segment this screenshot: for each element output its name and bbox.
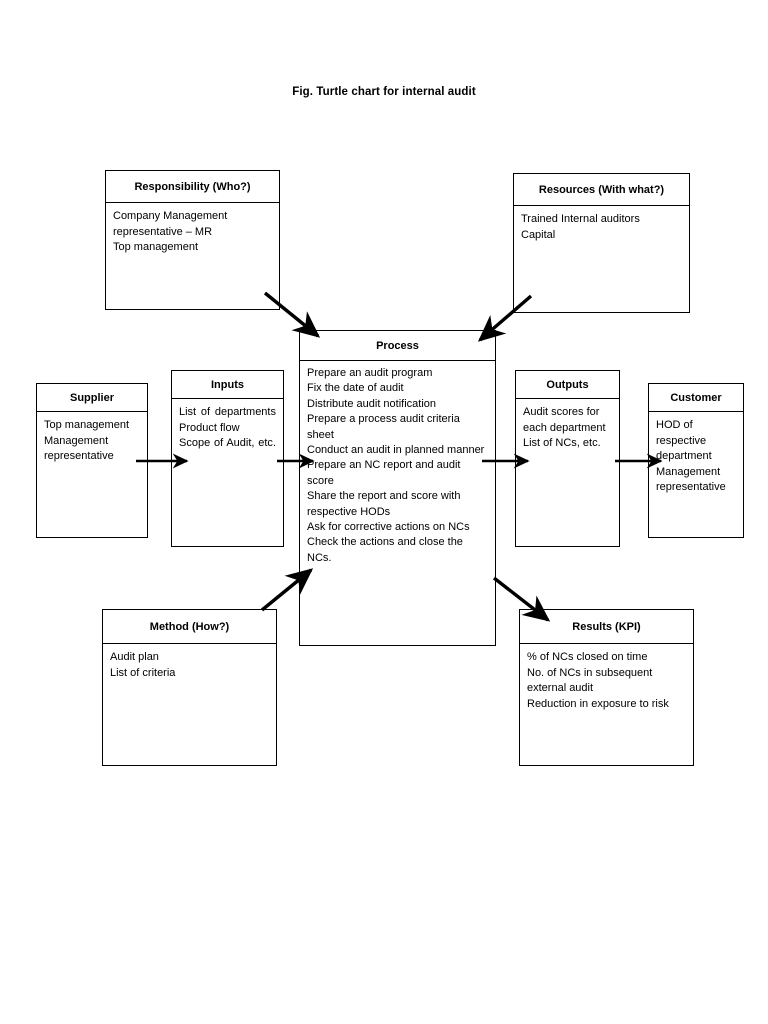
box-responsibility-body: Company Management representative – MR T… <box>106 203 279 309</box>
box-supplier-line-1: Top management <box>44 419 129 431</box>
box-outputs-line-1: Audit scores for each department <box>523 406 606 434</box>
box-process-line-9: Check the actions and close the NCs. <box>307 536 463 564</box>
box-responsibility-header: Responsibility (Who?) <box>106 171 279 203</box>
box-process-line-8: Ask for corrective actions on NCs <box>307 520 470 533</box>
box-process-line-3: Distribute audit notification <box>307 397 437 410</box>
box-responsibility: Responsibility (Who?) Company Management… <box>105 170 280 310</box>
box-results-line-3: Reduction in exposure to risk <box>527 697 669 710</box>
box-customer-line-1: HOD of respective department <box>656 419 712 463</box>
box-resources-body: Trained Internal auditors Capital <box>514 206 689 312</box>
box-process-line-5: Conduct an audit in planned manner <box>307 443 485 456</box>
box-outputs-header: Outputs <box>516 371 619 399</box>
box-customer-body: HOD of respective department Management … <box>649 412 743 537</box>
box-inputs-body: List of departments Product flow Scope o… <box>172 399 283 546</box>
box-process-line-1: Prepare an audit program <box>307 367 433 379</box>
box-method-line-2: List of criteria <box>110 666 176 679</box>
box-inputs-line-3: Scope of Audit, etc. <box>179 437 276 450</box>
box-inputs: Inputs List of departments Product flow … <box>171 370 284 547</box>
box-responsibility-line-3: Top management <box>113 241 198 254</box>
box-customer-line-2: Management representative <box>656 465 726 494</box>
box-supplier-header: Supplier <box>37 384 147 412</box>
box-process-line-2: Fix the date of audit <box>307 382 404 395</box>
box-inputs-line-1: List of departments <box>179 406 276 418</box>
box-inputs-header: Inputs <box>172 371 283 399</box>
box-process-line-4: Prepare a process audit criteria sheet <box>307 413 460 441</box>
box-process-body: Prepare an audit program Fix the date of… <box>300 361 495 645</box>
box-outputs: Outputs Audit scores for each department… <box>515 370 620 547</box>
box-resources: Resources (With what?) Trained Internal … <box>513 173 690 313</box>
box-supplier: Supplier Top management Management repre… <box>36 383 148 538</box>
figure-title: Fig. Turtle chart for internal audit <box>292 86 476 98</box>
box-results: Results (KPI) % of NCs closed on time No… <box>519 609 694 766</box>
box-supplier-line-2: Management representative <box>44 434 114 463</box>
box-resources-line-1: Trained Internal auditors <box>521 213 640 225</box>
box-method-header: Method (How?) <box>103 610 276 644</box>
box-method-line-1: Audit plan <box>110 651 159 663</box>
box-customer-header: Customer <box>649 384 743 412</box>
box-results-body: % of NCs closed on time No. of NCs in su… <box>520 644 693 765</box>
box-process-line-7: Share the report and score with respecti… <box>307 490 461 518</box>
box-process-header: Process <box>300 331 495 361</box>
box-inputs-line-2: Product flow <box>179 421 240 434</box>
box-responsibility-line-1: Company Management <box>113 210 228 222</box>
box-responsibility-line-2: representative – MR <box>113 225 213 238</box>
box-outputs-line-2: List of NCs, etc. <box>523 437 601 450</box>
box-results-line-1: % of NCs closed on time <box>527 651 648 663</box>
box-customer: Customer HOD of respective department Ma… <box>648 383 744 538</box>
box-results-header: Results (KPI) <box>520 610 693 644</box>
box-supplier-body: Top management Management representative <box>37 412 147 537</box>
box-resources-header: Resources (With what?) <box>514 174 689 206</box>
box-method-body: Audit plan List of criteria <box>103 644 276 765</box>
box-method: Method (How?) Audit plan List of criteri… <box>102 609 277 766</box>
box-resources-line-2: Capital <box>521 228 556 241</box>
box-process: Process Prepare an audit program Fix the… <box>299 330 496 646</box>
box-process-line-6: Prepare an NC report and audit score <box>307 459 461 487</box>
box-outputs-body: Audit scores for each department List of… <box>516 399 619 546</box>
box-results-line-2: No. of NCs in subsequent external audit <box>527 666 653 695</box>
